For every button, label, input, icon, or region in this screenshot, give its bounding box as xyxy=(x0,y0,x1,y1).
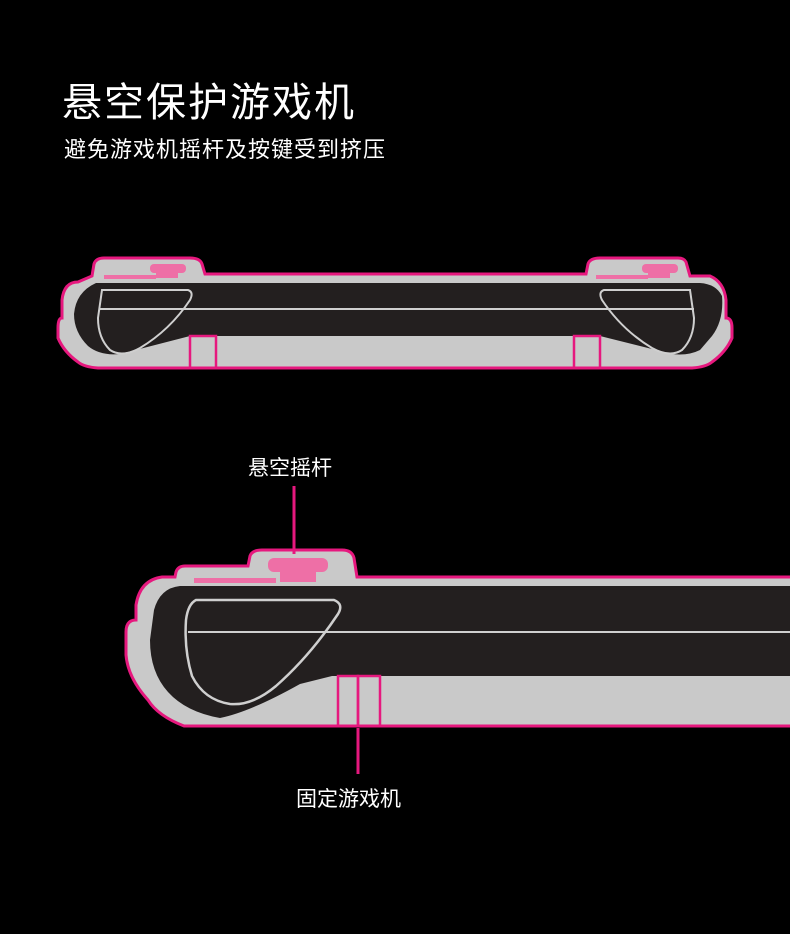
console-body xyxy=(74,283,723,355)
left-stick-cap xyxy=(150,264,186,273)
left-grip-outline xyxy=(96,289,193,355)
zoom-stick-cap xyxy=(268,558,328,572)
zoomed-case-view xyxy=(124,486,790,774)
zoom-console-body xyxy=(150,586,790,718)
zoom-grip-outline xyxy=(184,598,342,706)
right-clip xyxy=(572,334,602,370)
page-title: 悬空保护游戏机 xyxy=(62,80,356,126)
callout-fix-console: 固定游戏机 xyxy=(296,787,401,811)
zoom-bumper xyxy=(194,578,276,583)
zoom-clip-b xyxy=(356,674,382,728)
right-stick-cap xyxy=(642,264,678,273)
full-case-view xyxy=(56,256,734,370)
right-bumper xyxy=(596,275,648,279)
callout-floating-stick: 悬空摇杆 xyxy=(248,456,332,480)
page-subtitle: 避免游戏机摇杆及按键受到挤压 xyxy=(64,138,387,163)
left-clip xyxy=(188,334,218,370)
right-grip-outline xyxy=(599,289,696,355)
left-bumper xyxy=(104,275,156,279)
